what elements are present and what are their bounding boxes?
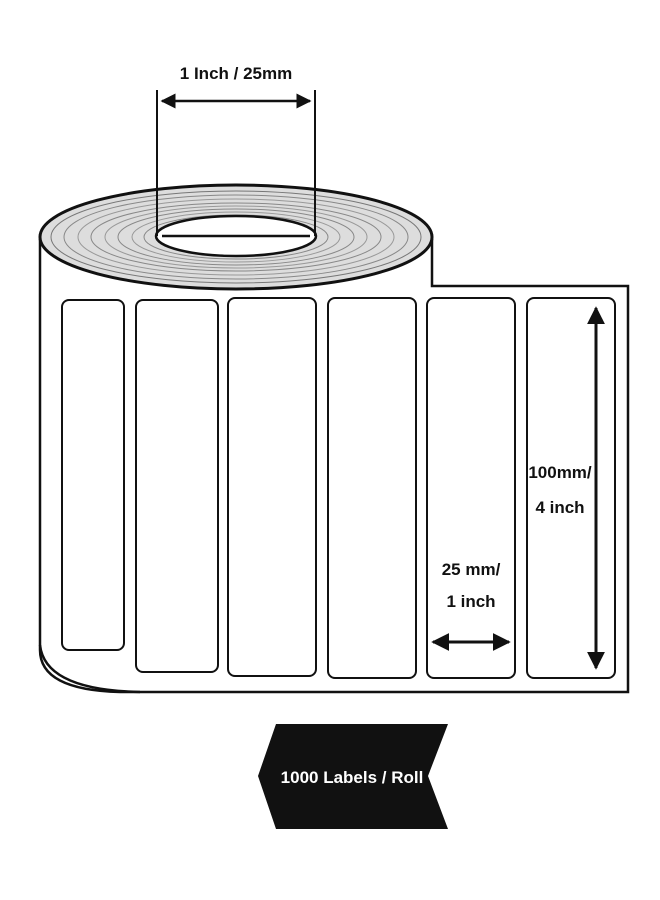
quantity-banner: 1000 Labels / Roll: [258, 724, 448, 829]
label-3: [227, 297, 317, 677]
label-height-line1: 100mm/: [528, 463, 592, 482]
label-2: [135, 299, 219, 673]
quantity-banner-text: 1000 Labels / Roll: [281, 768, 424, 787]
label-6: [526, 297, 616, 679]
label-4: [327, 297, 417, 679]
core-width-dimension: [156, 90, 316, 238]
label-width-line2: 1 inch: [446, 592, 495, 611]
label-height-line2: 4 inch: [535, 498, 584, 517]
label-width-line1: 25 mm/: [442, 560, 501, 579]
labels-on-roll: [61, 297, 616, 679]
core-width-label: 1 Inch / 25mm: [180, 64, 292, 83]
label-5: [426, 297, 516, 679]
label-1: [61, 299, 125, 651]
